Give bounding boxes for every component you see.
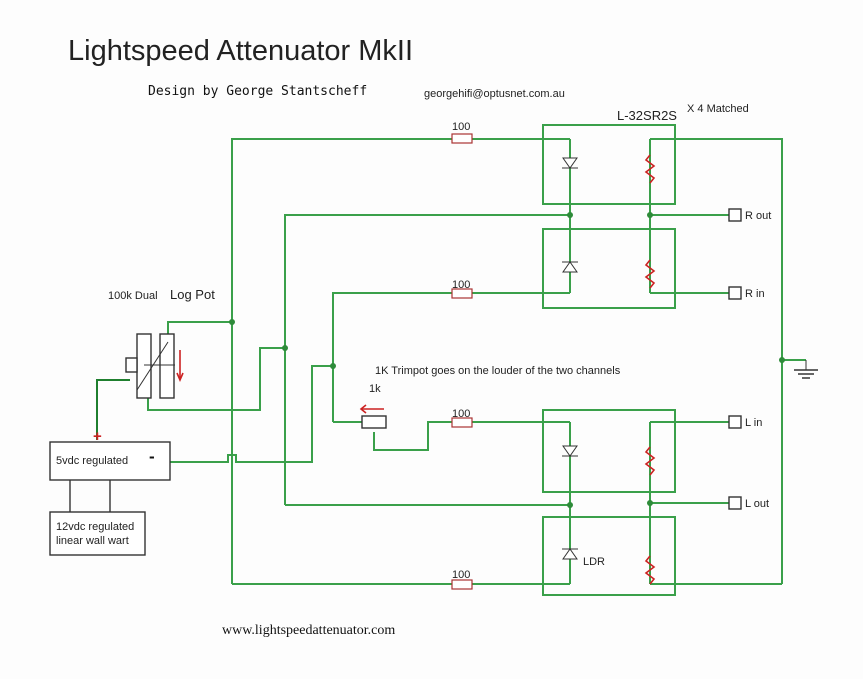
port-r-in [728,286,742,300]
resistor-value-2: 100 [452,279,470,291]
ldr-label: LDR [583,556,605,568]
supply-plus-wire [96,379,130,440]
module-box-1 [542,124,676,205]
port-r-in-label: R in [745,288,765,300]
trimpot [359,404,387,429]
ground-icon [782,359,818,379]
supply-minus: - [149,447,155,466]
r-in-feed-wire [332,292,455,422]
port-l-in-label: L in [745,417,762,429]
resistor-value-4: 100 [452,569,470,581]
wall-wart-label-1: 12vdc regulated linear wall wart [56,521,134,547]
regulator-box [49,441,171,481]
website-url: www.lightspeedattenuator.com [222,623,395,638]
trimpot-out-wire [373,421,455,451]
module-box-4 [542,516,676,596]
resistor-l-in [451,417,473,428]
port-l-in [728,415,742,429]
supply-plus: + [93,428,102,445]
ldr-resistor-1 [644,154,656,184]
ldr-resistor-2 [644,259,656,289]
ldr-resistor-4 [644,555,656,585]
port-r-out [728,208,742,222]
port-r-out-label: R out [745,210,771,222]
led-diode-4 [562,548,578,560]
junction-dots [229,212,785,508]
module-box-3 [542,409,676,493]
resistor-l-bottom [451,579,473,590]
led-diode-2 [562,261,578,273]
resistor-r-in [451,288,473,299]
wall-wart-text: 12vdc regulated [56,521,134,533]
pot-type: Log Pot [170,287,215,302]
ground-rail-right [650,138,783,584]
supply-minus-wire [170,365,333,463]
diagram-title: Lightspeed Attenuator MkII [68,35,413,67]
resistor-value-1: 100 [452,121,470,133]
led-diode-3 [562,445,578,457]
designer-email: georgehifi@optusnet.com.au [424,88,565,100]
trimpot-note: 1K Trimpot goes on the louder of the two… [375,365,621,377]
port-l-out [728,496,742,510]
resistor-value-3: 100 [452,408,470,420]
designer-credit: Design by George Stantscheff [148,84,367,99]
pot-top-wire [167,321,232,337]
module-name: L-32SR2S [617,108,677,123]
resistor-r-top [451,133,473,144]
regulator-label: 5vdc regulated [56,455,128,467]
wall-wart-text-line-2: linear wall wart [56,535,129,547]
ldr-resistor-3 [644,446,656,476]
port-l-out-label: L out [745,498,769,510]
module-box-2 [542,228,676,309]
pot-rating: 100k Dual [108,290,158,302]
wall-wart-box [49,511,146,556]
second-rail-wire [284,214,570,505]
dual-log-pot [125,333,184,399]
trimpot-value: 1k [369,383,381,395]
top-rail-wire [231,138,455,322]
led-diode-1 [562,157,578,169]
module-note: X 4 Matched [687,103,749,115]
